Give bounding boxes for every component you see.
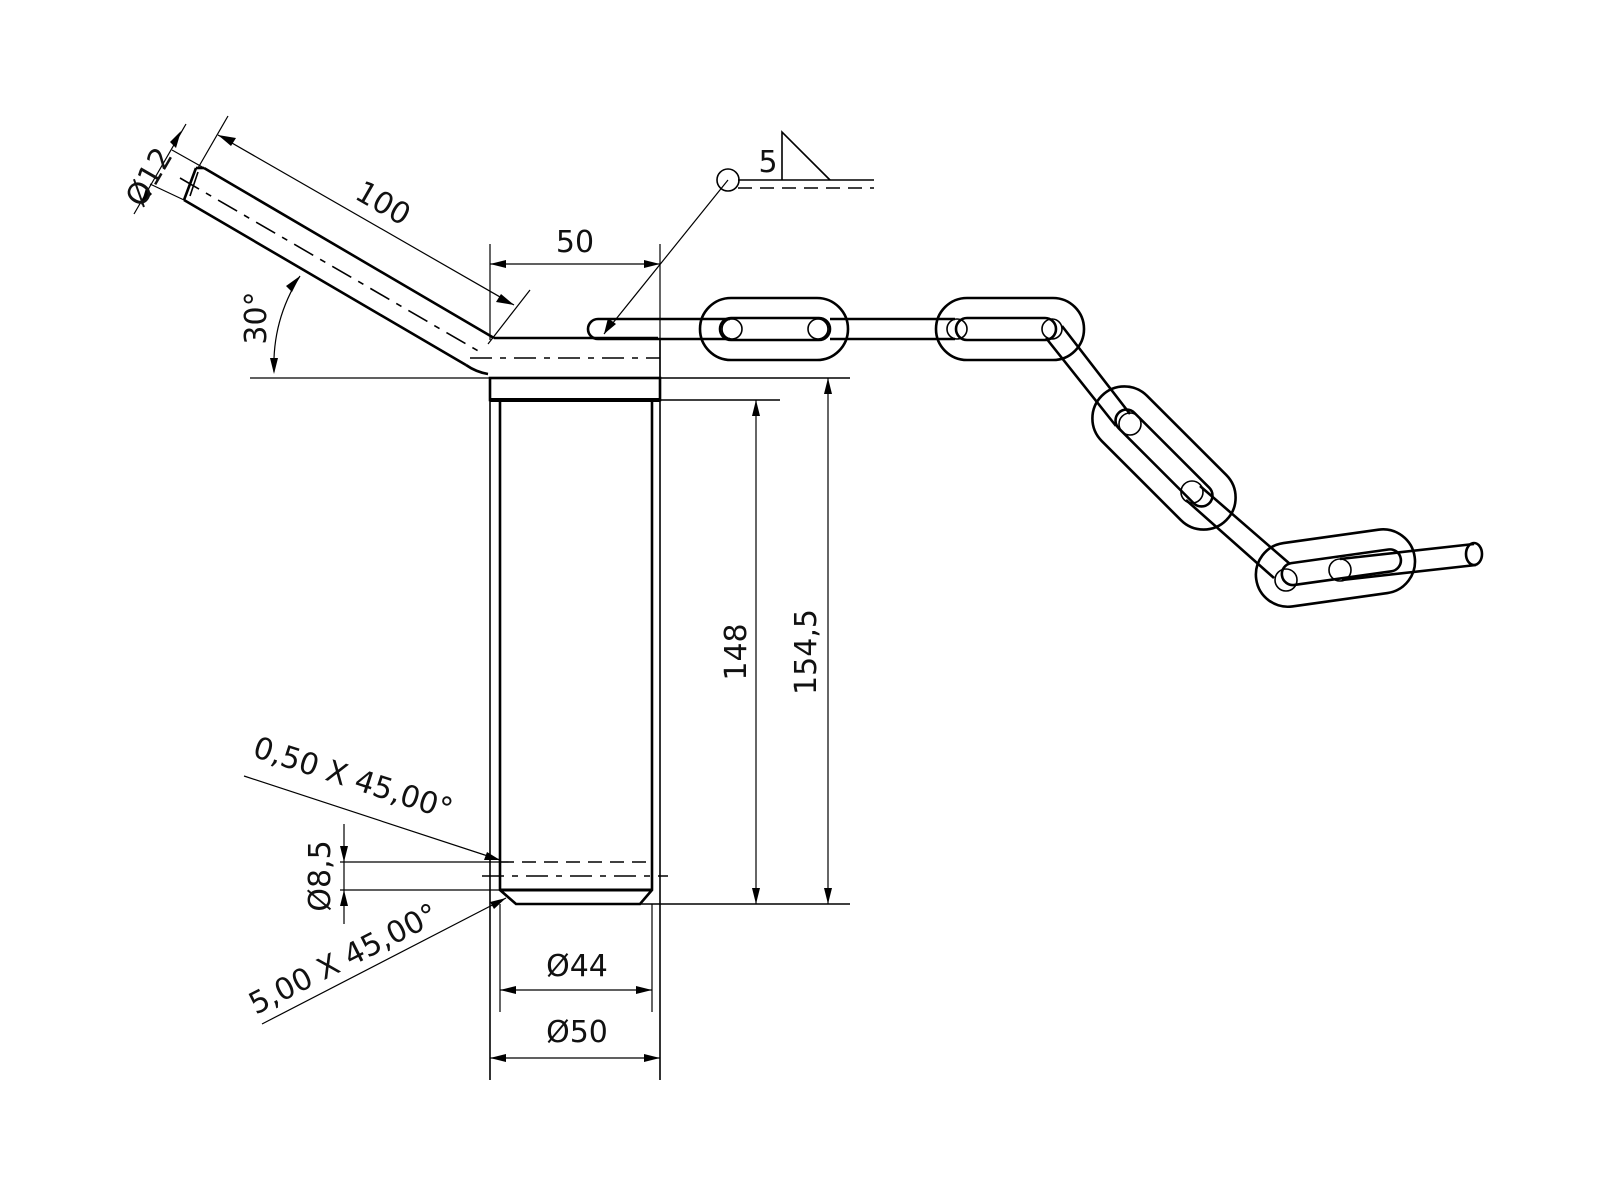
dim-length-inner: 148 (719, 400, 760, 904)
dim-pin-tip-diameter: Ø44 (499, 904, 653, 1012)
label-length-total: 154,5 (789, 609, 824, 695)
label-pin-diameter: Ø50 (546, 1015, 608, 1050)
dim-pin-diameter: Ø50 (490, 1015, 660, 1062)
dim-length-total: 154,5 (789, 378, 832, 904)
chain-link (1254, 528, 1417, 609)
dim-handle-angle: 30° (239, 275, 496, 379)
dim-hole-diameter: Ø8,5 (303, 824, 500, 924)
label-handle-angle: 30° (239, 291, 274, 344)
label-chamfer-top: 0,50 X 45,00° (249, 730, 457, 827)
label-offset-width: 50 (556, 225, 594, 260)
callout-chamfer-bottom: 5,00 X 45,00° (243, 897, 507, 1025)
weld-symbol: 5 (603, 130, 874, 335)
label-pin-tip-diameter: Ø44 (546, 949, 608, 984)
label-length-inner: 148 (719, 623, 754, 680)
chain-link (1091, 385, 1237, 531)
callout-chamfer-top: 0,50 X 45,00° (243, 730, 501, 861)
dim-offset-width: 50 (489, 225, 661, 398)
pin-body (482, 340, 850, 1080)
chain-link (698, 296, 850, 362)
label-handle-diameter: Ø12 (119, 142, 180, 213)
label-weld-size: 5 (758, 145, 777, 180)
chain (586, 296, 1484, 609)
label-hole-diameter: Ø8,5 (303, 840, 338, 911)
chain-link (934, 296, 1086, 362)
dim-handle-diameter: Ø12 (119, 123, 205, 215)
handle-rod (179, 166, 660, 376)
label-handle-length: 100 (349, 174, 416, 233)
